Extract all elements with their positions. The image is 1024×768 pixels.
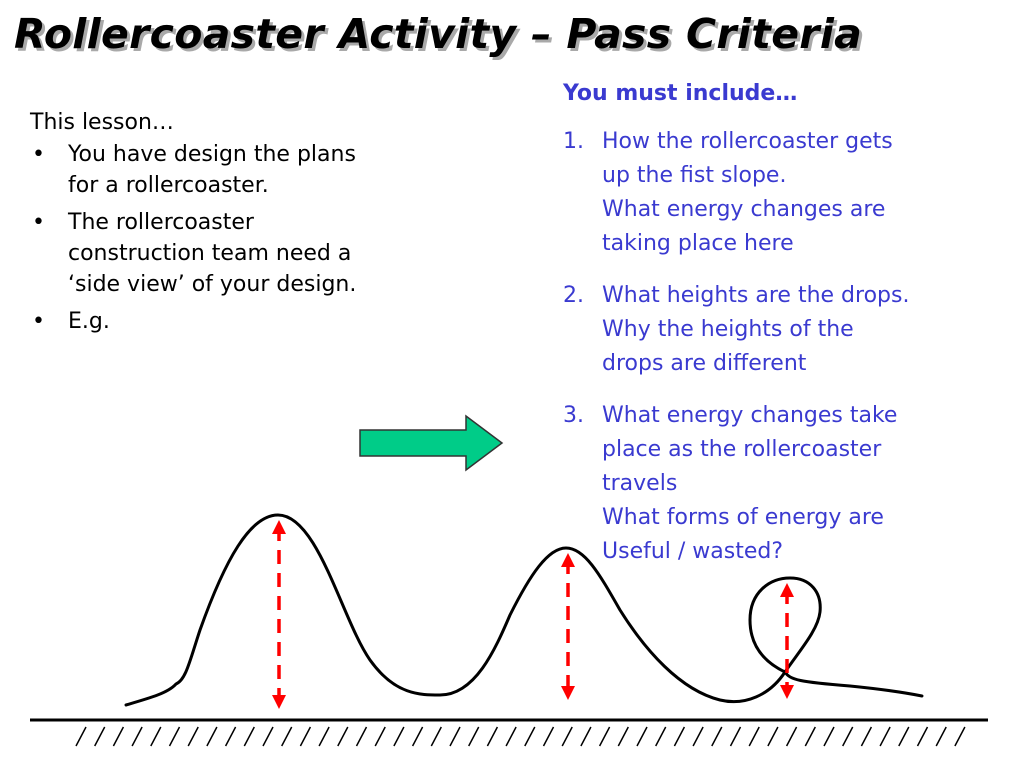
hatch-mark (131, 726, 143, 747)
criteria-line: drops are different (602, 351, 807, 376)
hatch-mark (486, 726, 499, 747)
criteria-number: 1. (563, 129, 584, 154)
lesson-bullets: • You have design the plans for a roller… (30, 139, 460, 337)
criteria-line: travels (602, 471, 678, 496)
hatch-mark (580, 726, 592, 747)
criteria-line: up the fist slope. (602, 163, 787, 188)
list-item: • You have design the plans for a roller… (30, 139, 460, 201)
criteria-item: 2. What heights are the drops. Why the h… (563, 279, 1013, 381)
bullet-icon: • (32, 142, 45, 167)
hatch-mark (505, 726, 517, 747)
hatch-mark (561, 726, 573, 747)
criteria-number: 2. (563, 283, 584, 308)
hatch-mark (393, 726, 405, 747)
hatch-mark (935, 726, 947, 747)
hatch-mark (636, 726, 648, 747)
hatch-mark (187, 726, 199, 747)
hatch-mark (112, 726, 125, 747)
bullet-line: You have design the plans (68, 142, 356, 167)
hatch-mark (711, 726, 723, 747)
hatch-mark (879, 726, 891, 747)
hatch-mark (954, 726, 966, 747)
list-item: • E.g. (30, 306, 460, 337)
hatch-mark (150, 726, 162, 747)
hatch-mark (767, 726, 779, 747)
criteria-number: 3. (563, 403, 584, 428)
hatch-mark (243, 726, 255, 747)
hatch-mark (94, 726, 106, 747)
hatch-mark (860, 726, 873, 747)
bullet-line: ‘side view’ of your design. (68, 272, 357, 297)
hatch-mark (692, 726, 704, 747)
hatch-mark (355, 726, 368, 747)
hatch-mark (449, 726, 461, 747)
criteria-line: What energy changes are (602, 197, 886, 222)
criteria-line: Useful / wasted? (602, 539, 784, 564)
rollercoaster-track (124, 513, 924, 707)
hatch-mark (168, 726, 181, 747)
green-right-arrow-icon (359, 414, 504, 472)
hatch-mark (224, 726, 237, 747)
bullet-line: E.g. (68, 309, 110, 334)
criteria-line: What energy changes take (602, 403, 898, 428)
list-item: • The rollercoaster construction team ne… (30, 207, 460, 300)
criteria-line: What heights are the drops. (602, 283, 910, 308)
criteria-line: How the rollercoaster gets (602, 129, 893, 154)
hatch-mark (411, 726, 424, 747)
hatch-mark (598, 726, 611, 747)
bullet-line: construction team need a (68, 241, 352, 266)
hatch-mark (785, 726, 798, 747)
hatch-mark (916, 726, 929, 747)
criteria-line: place as the rollercoaster (602, 437, 882, 462)
hatch-mark (75, 726, 87, 747)
bullet-line: The rollercoaster (68, 210, 254, 235)
hatch-mark (617, 726, 629, 747)
hatch-mark (262, 726, 274, 747)
criteria-line: taking place here (602, 231, 794, 256)
hatch-mark (823, 726, 835, 747)
hatch-mark (318, 726, 330, 747)
hatch-mark (468, 726, 480, 747)
hatch-mark (374, 726, 386, 747)
ground-hatching (75, 726, 966, 747)
criteria-line: Why the heights of the (602, 317, 854, 342)
hatch-mark (655, 726, 667, 747)
page-title: Rollercoaster Activity – Pass Criteria (14, 10, 863, 58)
criteria-line: What forms of energy are (602, 505, 884, 530)
bullet-line: for a rollercoaster. (68, 173, 269, 198)
lesson-panel: This lesson… • You have design the plans… (30, 107, 460, 343)
hatch-mark (299, 726, 312, 747)
bullet-icon: • (32, 309, 45, 334)
hatch-mark (524, 726, 536, 747)
criteria-heading: You must include… (563, 81, 798, 106)
criteria-item: 3. What energy changes take place as the… (563, 399, 1013, 569)
hatch-mark (281, 726, 293, 747)
hatch-mark (804, 726, 816, 747)
hatch-mark (206, 726, 218, 747)
hatch-mark (673, 726, 686, 747)
hatch-mark (729, 726, 742, 747)
hatch-mark (898, 726, 910, 747)
hatch-mark (542, 726, 555, 747)
bullet-icon: • (32, 210, 45, 235)
hatch-mark (748, 726, 760, 747)
hatch-mark (430, 726, 442, 747)
criteria-item: 1. How the rollercoaster gets up the fis… (563, 125, 1013, 261)
criteria-panel: You must include… 1. How the rollercoast… (563, 77, 1013, 587)
lesson-intro: This lesson… (30, 110, 174, 135)
hatch-mark (842, 726, 854, 747)
hatch-mark (337, 726, 349, 747)
